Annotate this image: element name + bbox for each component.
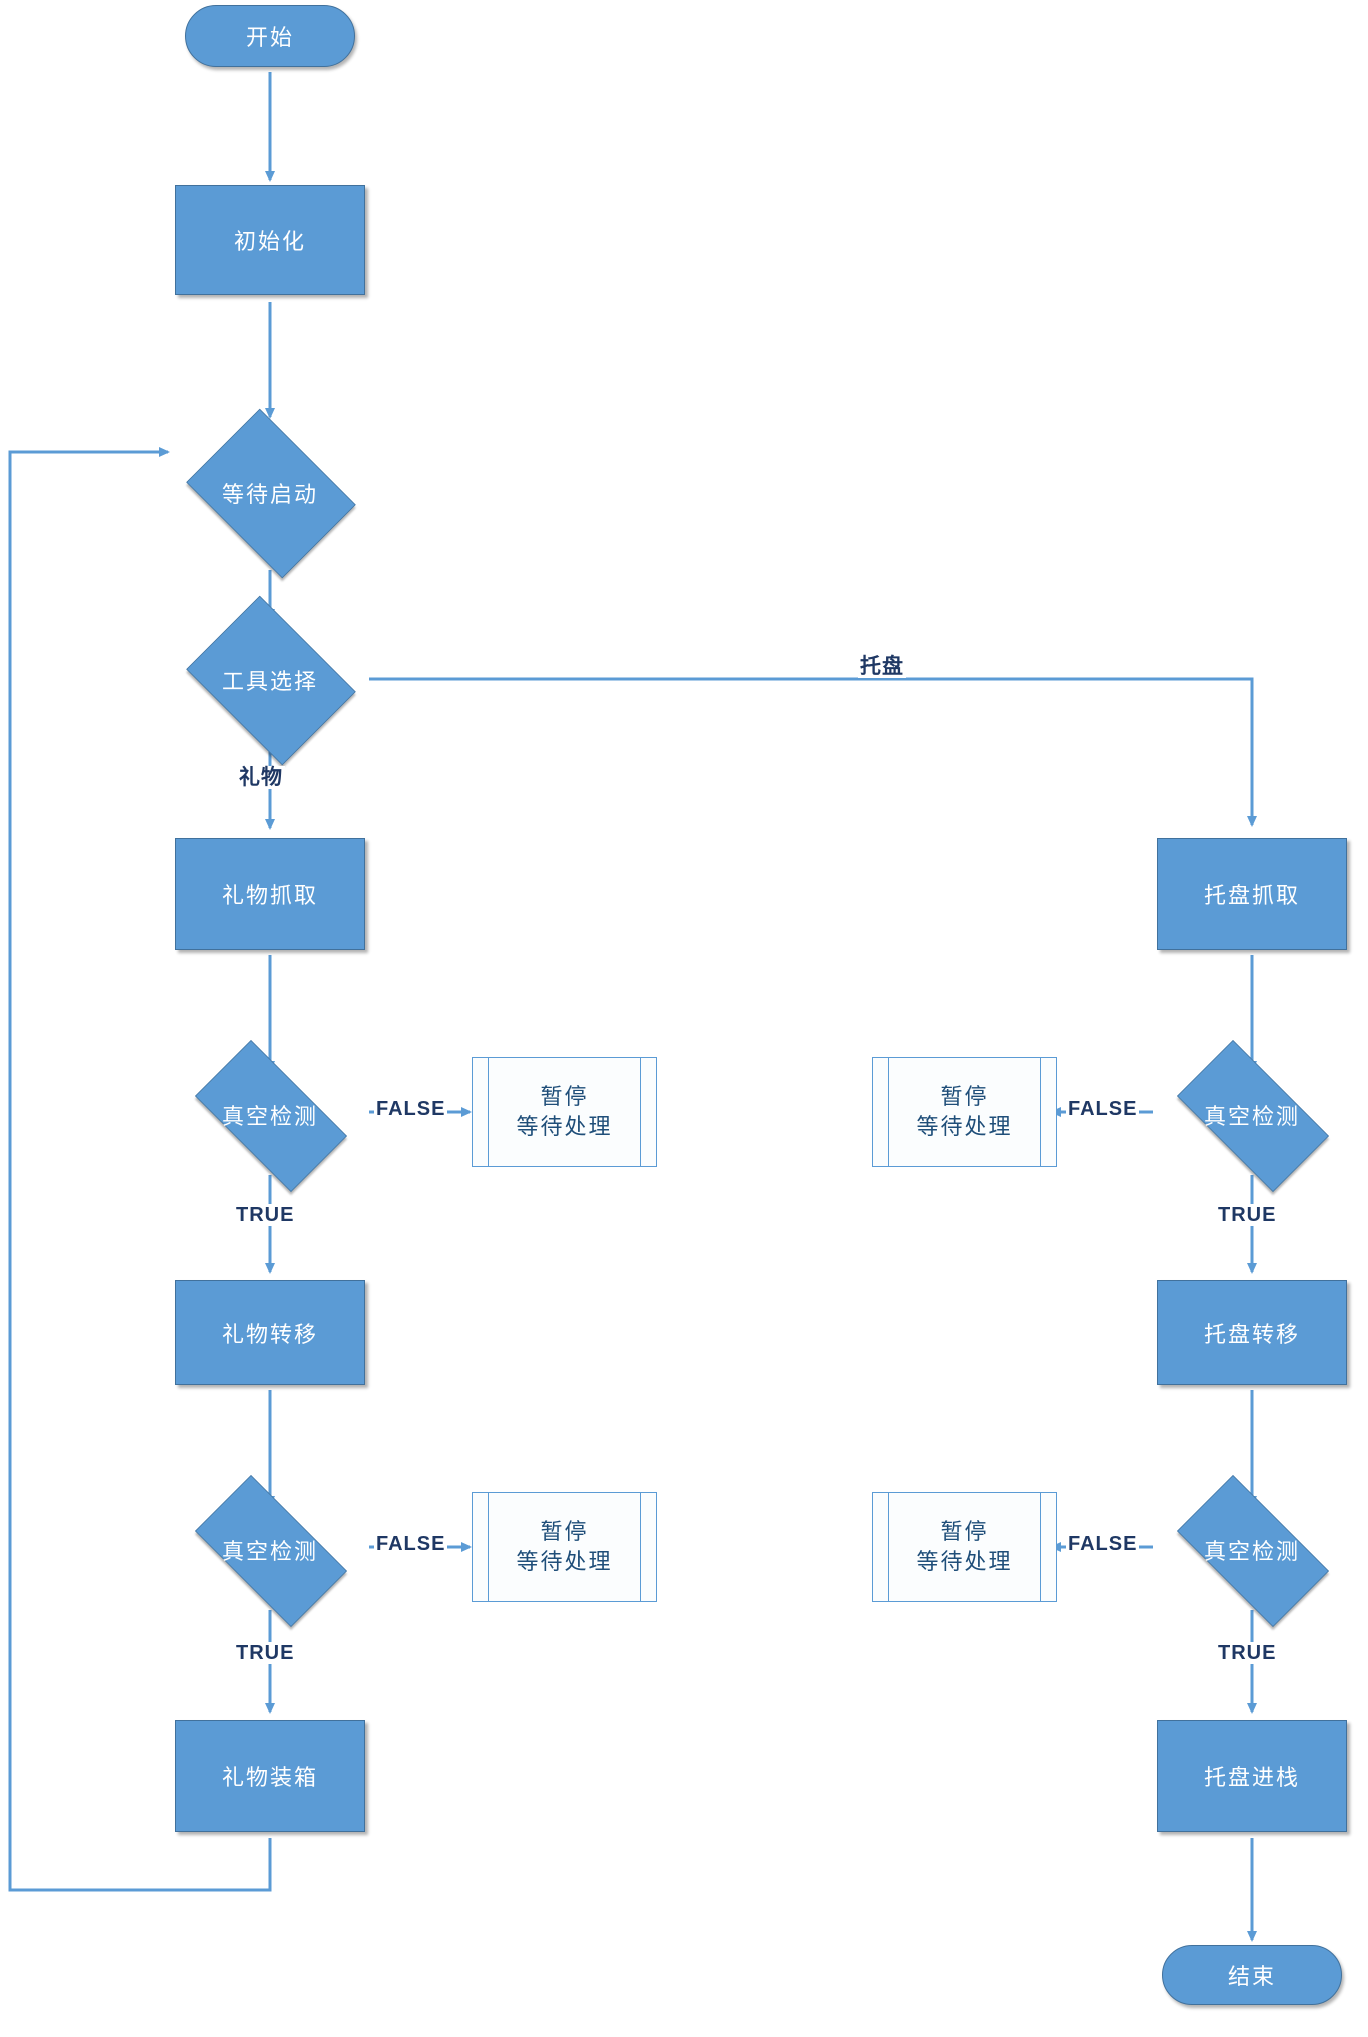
node-gift-pause-2[interactable]: 暂停 等待处理 [472, 1492, 657, 1602]
node-gift-pick[interactable]: 礼物抓取 [175, 838, 365, 950]
pause-line-1: 暂停 [540, 1084, 589, 1110]
node-tray-vacuum-check-2-label: 真空检测 [1203, 1539, 1300, 1564]
edge-label-gift-vac2-true: TRUE [234, 1642, 297, 1664]
node-gift-transfer[interactable]: 礼物转移 [175, 1280, 365, 1385]
edge-label-gift-vac1-true: TRUE [234, 1204, 297, 1226]
node-start[interactable]: 开始 [185, 5, 355, 67]
pause-line-1: 暂停 [540, 1519, 589, 1545]
node-tray-pause-2-text: 暂停 等待处理 [916, 1517, 1012, 1576]
node-wait-start[interactable]: 等待启动 [175, 408, 365, 579]
edge-label-tray-branch: 托盘 [858, 655, 906, 679]
edge-label-tray-vac2-false: FALSE [1066, 1533, 1140, 1555]
node-gift-transfer-label: 礼物转移 [221, 1321, 318, 1347]
edge-label-tray-vac1-true: TRUE [1216, 1204, 1279, 1226]
node-tray-pause-2[interactable]: 暂停 等待处理 [872, 1492, 1057, 1602]
edge-label-tray-vac1-false: FALSE [1066, 1098, 1140, 1120]
node-gift-vacuum-check-1-label: 真空检测 [221, 1104, 318, 1129]
node-tray-pause-1-text: 暂停 等待处理 [916, 1082, 1012, 1141]
pause-line-1: 暂停 [940, 1084, 989, 1110]
pause-line-2: 等待处理 [916, 1549, 1013, 1574]
node-tray-stacking[interactable]: 托盘进栈 [1157, 1720, 1347, 1832]
node-gift-boxing-label: 礼物装箱 [221, 1765, 318, 1790]
node-start-label: 开始 [245, 25, 294, 50]
node-wait-start-label: 等待启动 [221, 481, 318, 507]
node-gift-pause-1[interactable]: 暂停 等待处理 [472, 1057, 657, 1167]
node-gift-pause-2-text: 暂停 等待处理 [516, 1517, 612, 1576]
node-initialize[interactable]: 初始化 [175, 185, 365, 295]
node-tray-vacuum-check-1[interactable]: 真空检测 [1157, 1040, 1347, 1192]
node-end-label: 结束 [1227, 1964, 1276, 1989]
node-initialize-label: 初始化 [233, 229, 306, 254]
node-tray-pick-label: 托盘抓取 [1203, 883, 1300, 908]
pause-line-2: 等待处理 [516, 1549, 613, 1574]
node-gift-pause-1-text: 暂停 等待处理 [516, 1082, 612, 1141]
node-tray-vacuum-check-1-label: 真空检测 [1203, 1104, 1300, 1129]
pause-line-1: 暂停 [940, 1519, 989, 1545]
node-end[interactable]: 结束 [1162, 1945, 1342, 2005]
pause-line-2: 等待处理 [916, 1114, 1013, 1139]
node-tray-pause-1[interactable]: 暂停 等待处理 [872, 1057, 1057, 1167]
node-tool-select-label: 工具选择 [221, 668, 318, 694]
node-gift-vacuum-check-2-label: 真空检测 [221, 1539, 318, 1564]
edge-label-tray-vac2-true: TRUE [1216, 1642, 1279, 1664]
edge-label-gift-vac2-false: FALSE [374, 1533, 448, 1555]
node-gift-vacuum-check-2[interactable]: 真空检测 [175, 1475, 365, 1627]
node-gift-vacuum-check-1[interactable]: 真空检测 [175, 1040, 365, 1192]
node-gift-boxing[interactable]: 礼物装箱 [175, 1720, 365, 1832]
edge-label-gift-branch: 礼物 [237, 766, 285, 790]
node-tool-select[interactable]: 工具选择 [175, 595, 365, 766]
node-tray-transfer[interactable]: 托盘转移 [1157, 1280, 1347, 1385]
node-tray-stacking-label: 托盘进栈 [1203, 1765, 1300, 1790]
node-tray-transfer-label: 托盘转移 [1203, 1321, 1300, 1347]
node-gift-pick-label: 礼物抓取 [221, 883, 318, 908]
edge-label-gift-vac1-false: FALSE [374, 1098, 448, 1120]
pause-line-2: 等待处理 [516, 1114, 613, 1139]
node-tray-vacuum-check-2[interactable]: 真空检测 [1157, 1475, 1347, 1627]
node-tray-pick[interactable]: 托盘抓取 [1157, 838, 1347, 950]
